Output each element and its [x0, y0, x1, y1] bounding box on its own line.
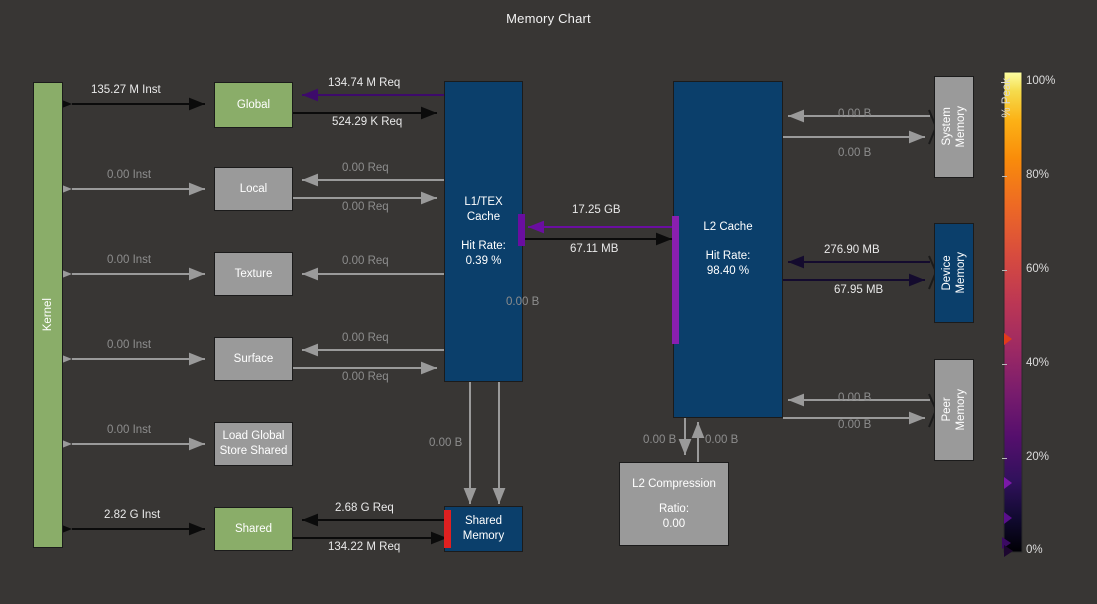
edge-label-texture-in: 0.00 Req: [342, 255, 389, 267]
colorbar-tick-0: 0%: [1026, 544, 1043, 556]
node-surface-label: Surface: [233, 352, 274, 365]
edge-label-kernel-global: 135.27 M Inst: [91, 84, 161, 96]
colorbar-dash-20: [1002, 458, 1007, 459]
page-title: Memory Chart: [506, 11, 591, 26]
node-device-memory-label: Device Memory: [941, 252, 967, 294]
colorbar-tick-80: 80%: [1026, 169, 1050, 181]
colorbar-tick-40: 40%: [1026, 357, 1050, 369]
colorbar-marker-3: [1004, 512, 1012, 524]
node-l1tex-label: L1/TEX Cache: [464, 195, 503, 223]
node-peer-memory-label: Peer Memory: [941, 389, 967, 431]
edge-label-kernel-surface: 0.00 Inst: [107, 339, 152, 351]
node-peer-memory[interactable]: Peer Memory: [934, 359, 974, 461]
edge-label-global-out: 524.29 K Req: [332, 116, 403, 128]
node-texture[interactable]: Texture: [214, 252, 293, 296]
shared-memory-red-bar: [444, 510, 451, 548]
edge-label-l1-to-sharedmem: 0.00 B: [429, 437, 463, 449]
edge-label-kernel-shared: 2.82 G Inst: [104, 509, 161, 521]
node-load-global-store-shared[interactable]: Load Global Store Shared: [214, 422, 293, 466]
edge-label-shared-in: 2.68 G Req: [335, 502, 394, 514]
colorbar-marker-5: [1004, 545, 1013, 557]
edge-label-kernel-lgss: 0.00 Inst: [107, 424, 152, 436]
edge-label-l2-to-l1: 17.25 GB: [572, 204, 621, 216]
node-local-label: Local: [239, 182, 268, 195]
node-lgss-label: Load Global Store Shared: [219, 430, 288, 457]
edge-label-kernel-local: 0.00 Inst: [107, 169, 152, 181]
colorbar-tick-20: 20%: [1026, 451, 1050, 463]
colorbar-tick-60: 60%: [1026, 263, 1050, 275]
node-l2-label: L2 Cache: [703, 221, 753, 233]
edge-label-l1-dashed: 0.00 B: [506, 296, 540, 308]
node-device-memory[interactable]: Device Memory: [934, 223, 974, 323]
edge-label-global-in: 134.74 M Req: [328, 77, 401, 89]
edge-label-shared-out: 134.22 M Req: [328, 541, 401, 553]
edge-label-devmem-in: 276.90 MB: [824, 244, 880, 256]
node-global[interactable]: Global: [214, 82, 293, 128]
edge-label-surface-in: 0.00 Req: [342, 332, 389, 344]
node-l2-cache[interactable]: L2 Cache Hit Rate: 98.40 %: [673, 81, 783, 418]
edge-label-kernel-texture: 0.00 Inst: [107, 254, 152, 266]
node-global-label: Global: [236, 98, 271, 111]
edge-label-peermem-out: 0.00 B: [838, 419, 872, 431]
edge-label-peermem-in: 0.00 B: [838, 392, 872, 404]
edge-label-devmem-out: 67.95 MB: [834, 284, 884, 296]
node-l2-compression-label: L2 Compression: [632, 477, 716, 490]
node-kernel-label: Kernel: [42, 298, 54, 332]
edge-label-l1-to-l2: 67.11 MB: [570, 243, 619, 255]
node-system-memory-label: System Memory: [941, 106, 967, 148]
node-shared-label: Shared: [234, 522, 273, 535]
node-l2-hitrate: Hit Rate: 98.40 %: [705, 250, 751, 277]
node-surface[interactable]: Surface: [214, 337, 293, 381]
node-kernel[interactable]: Kernel: [33, 82, 63, 548]
colorbar-dash-40: [1002, 364, 1007, 365]
colorbar-marker-2: [1004, 477, 1012, 489]
node-shared[interactable]: Shared: [214, 507, 293, 551]
node-l2-compression-ratio: Ratio: 0.00: [658, 502, 690, 530]
colorbar-marker-4: [1002, 537, 1011, 549]
colorbar-axis-label: % Peak: [1001, 78, 1013, 118]
l1tex-purple-bar: [518, 214, 525, 246]
colorbar-tick-100: 100%: [1026, 75, 1056, 87]
node-l2-compression[interactable]: L2 Compression Ratio: 0.00: [619, 462, 729, 546]
edge-label-sysmem-in: 0.00 B: [838, 108, 872, 120]
node-shared-memory-label: Shared Memory: [462, 515, 505, 542]
edge-label-local-out: 0.00 Req: [342, 201, 389, 213]
colorbar-dash-60: [1002, 270, 1007, 271]
edge-label-surface-out: 0.00 Req: [342, 371, 389, 383]
colorbar-marker-1: [1004, 333, 1012, 345]
node-shared-memory[interactable]: Shared Memory: [444, 506, 523, 552]
node-texture-label: Texture: [234, 267, 273, 280]
edge-label-sysmem-out: 0.00 B: [838, 147, 872, 159]
edge-label-compression-up: 0.00 B: [705, 434, 739, 446]
node-l1tex-hitrate: Hit Rate: 0.39 %: [461, 239, 506, 267]
edge-label-compression-down: 0.00 B: [643, 434, 677, 446]
node-l1tex-cache[interactable]: L1/TEX Cache Hit Rate: 0.39 %: [444, 81, 523, 382]
colorbar-dash-80: [1002, 176, 1007, 177]
l2-purple-bar: [672, 216, 679, 344]
node-local[interactable]: Local: [214, 167, 293, 211]
edge-label-local-in: 0.00 Req: [342, 162, 389, 174]
node-system-memory[interactable]: System Memory: [934, 76, 974, 178]
